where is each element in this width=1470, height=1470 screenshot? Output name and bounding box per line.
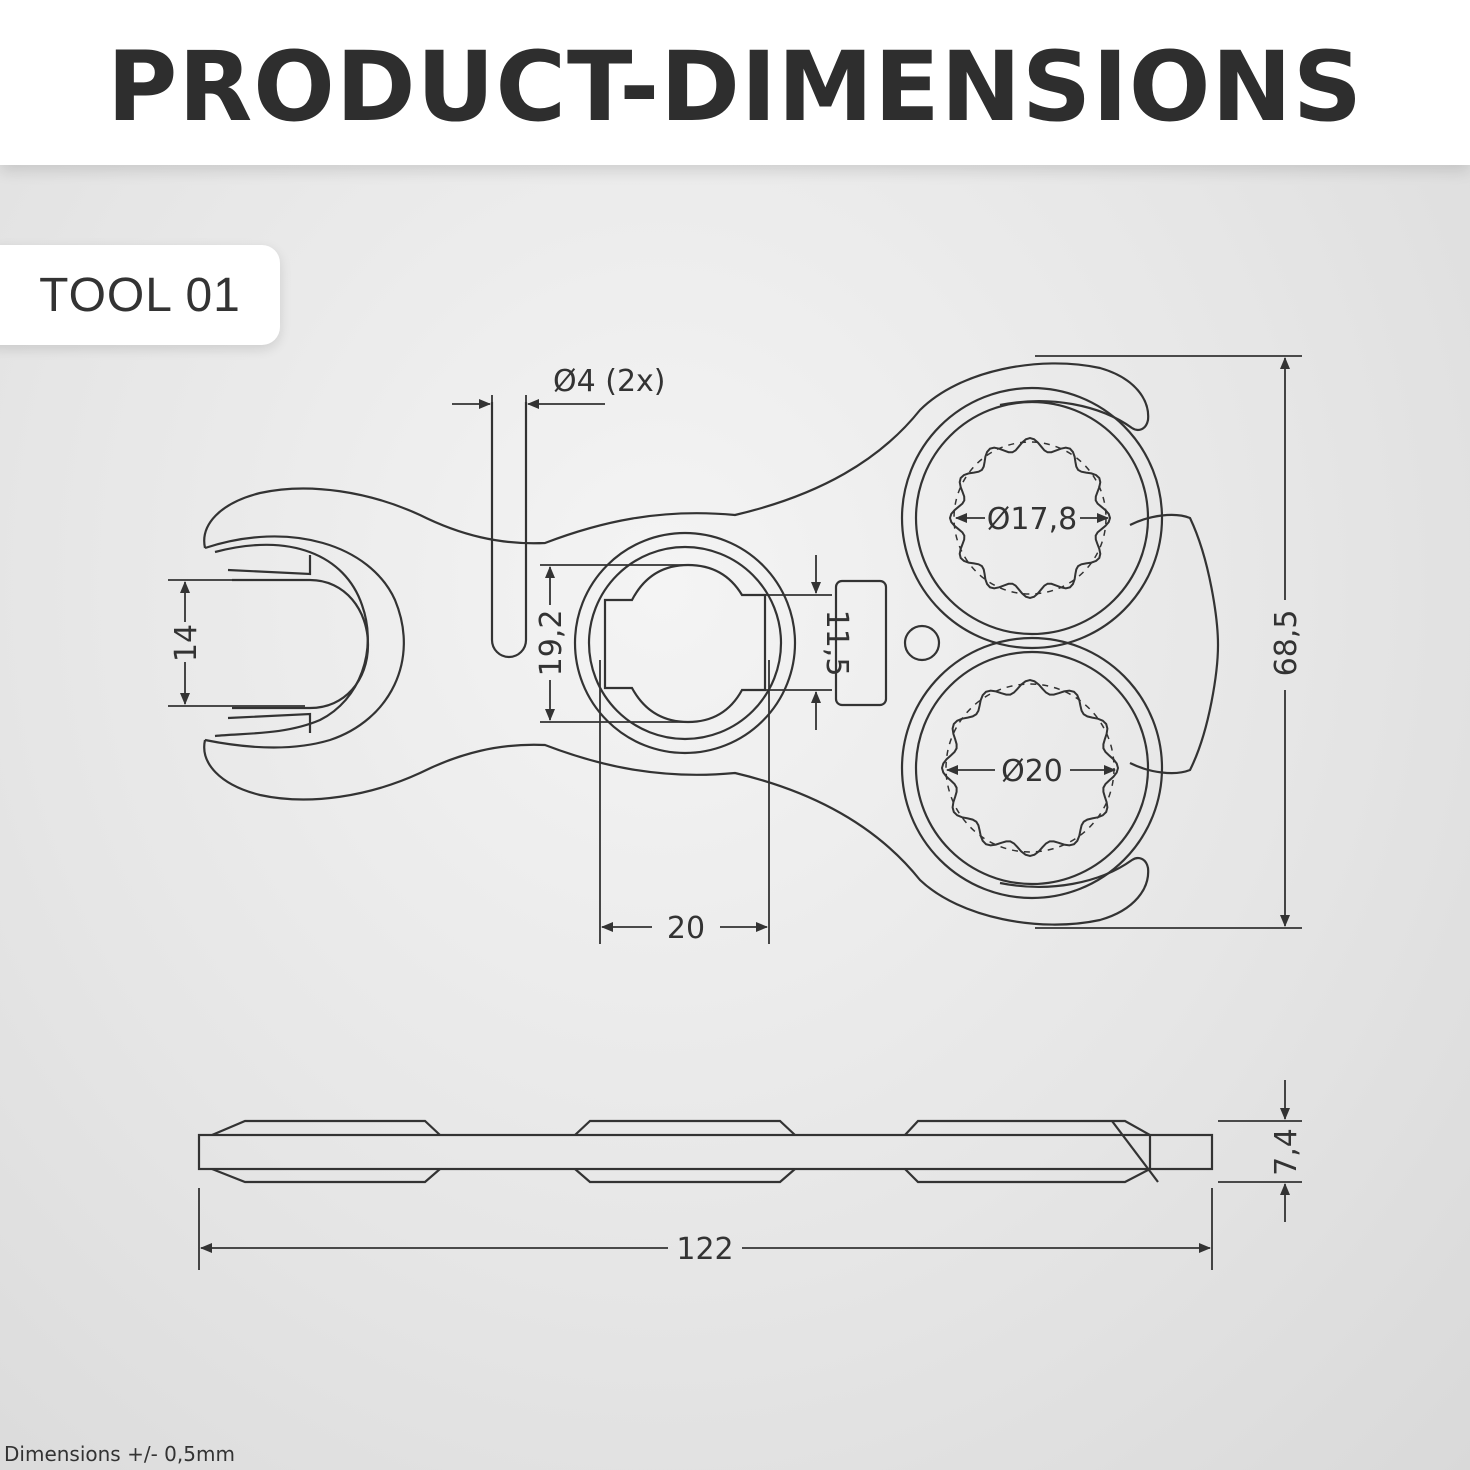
dim-bottom-ring-diameter: Ø20: [1001, 754, 1063, 789]
dim-overall-height: 68,5: [1269, 610, 1304, 677]
dim-top-ring-diameter: Ø17,8: [987, 502, 1077, 537]
dim-center-ring-width: 20: [667, 911, 705, 946]
dim-hole-diameter: Ø4 (2x): [553, 364, 666, 399]
dim-slot-height: 11,5: [819, 610, 854, 677]
side-view-dimension-lines: [198, 1080, 1302, 1270]
tool-label-text: TOOL 01: [39, 268, 241, 322]
ring-star-openings: [940, 436, 1120, 858]
wrench-outline: [203, 362, 1220, 926]
tolerance-note: Dimensions +/- 0,5mm: [4, 1442, 235, 1466]
page-title: PRODUCT-DIMENSIONS: [106, 30, 1363, 143]
dimension-lines: [168, 355, 1302, 944]
dim-left-jaw-opening: 14: [169, 624, 204, 662]
tool-label-badge: TOOL 01: [0, 245, 280, 345]
dim-overall-length: 122: [676, 1232, 733, 1267]
dim-thickness: 7,4: [1269, 1128, 1304, 1176]
dimension-labels: Ø4 (2x) 14 19,2 11,5 20 Ø17,8 Ø20 68,5: [169, 364, 1304, 946]
side-view-dimension-labels: 122 7,4: [676, 1128, 1304, 1267]
side-view-outline: [197, 1119, 1214, 1184]
dim-center-ring-height: 19,2: [534, 610, 569, 677]
header-bar: PRODUCT-DIMENSIONS: [0, 0, 1470, 165]
